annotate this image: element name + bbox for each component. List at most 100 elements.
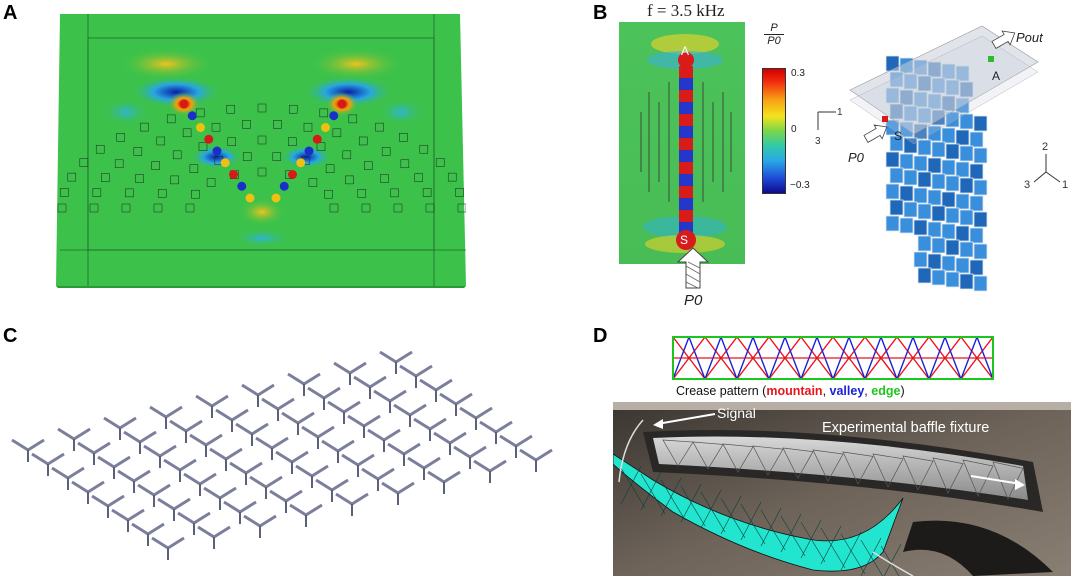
lattice-v <box>111 508 145 522</box>
cube-block <box>969 227 984 244</box>
lattice-v <box>197 525 231 539</box>
lattice-v <box>269 489 303 503</box>
fan-cell <box>419 144 429 154</box>
lattice-v <box>51 466 85 480</box>
teal-mesh-line <box>760 507 782 547</box>
fan-cell <box>272 152 282 161</box>
lattice-v <box>249 475 283 489</box>
arm-node <box>245 193 255 203</box>
cube-block <box>945 111 960 128</box>
fan-cell <box>257 135 267 145</box>
p0-cube-label: P0 <box>848 150 865 165</box>
lattice-v <box>209 447 243 461</box>
cube-block <box>941 127 956 144</box>
strip-segment <box>679 186 693 198</box>
cube-block <box>917 171 932 188</box>
lattice-v <box>97 455 131 469</box>
cube-block <box>955 257 970 274</box>
cube-block <box>899 153 914 170</box>
arm-node <box>237 181 247 191</box>
lattice-v <box>163 458 197 472</box>
cube-block <box>959 273 974 290</box>
teal-mesh-line <box>720 495 742 535</box>
lattice-v <box>149 405 183 419</box>
cube-block <box>955 193 970 210</box>
lattice-v <box>255 436 289 450</box>
arm-node <box>288 170 297 179</box>
cube-block <box>885 151 900 168</box>
colorbar-tick-bottom: −0.3 <box>790 180 810 191</box>
fan-cell <box>227 137 236 146</box>
lattice-v <box>151 536 185 550</box>
cube-block <box>899 217 914 234</box>
lattice-v <box>195 394 229 408</box>
p0-arrow-icon <box>863 124 888 143</box>
panel-label-b: B <box>593 2 608 24</box>
lattice-v <box>427 470 461 484</box>
lattice-v <box>177 511 211 525</box>
lattice-v <box>353 375 387 389</box>
lattice-v <box>407 456 441 470</box>
crease-valley-label: valley <box>829 384 865 398</box>
fan-cell <box>357 189 367 198</box>
fan-cell <box>191 189 200 199</box>
fan-cell <box>435 158 445 167</box>
lattice-v <box>473 459 507 473</box>
lattice-v <box>519 448 553 462</box>
lattice-v <box>393 403 427 417</box>
triad-axis-2: 2 <box>1042 141 1048 153</box>
fan-cell <box>211 122 221 132</box>
cube-block <box>945 175 960 192</box>
fan-cell <box>390 188 399 198</box>
teal-mesh-line <box>840 533 866 575</box>
lattice-v <box>413 417 447 431</box>
cube-block <box>885 183 900 200</box>
cube-block <box>941 159 956 176</box>
lattice-v <box>419 378 453 392</box>
arm-node <box>220 158 230 168</box>
cube-block <box>941 255 956 272</box>
cube-block <box>955 129 970 146</box>
fixture-facet <box>932 457 964 494</box>
cube-block <box>969 259 984 276</box>
teal-mesh-line <box>860 539 883 576</box>
colorbar-title: P P0 <box>764 22 784 47</box>
lattice-v <box>131 522 165 536</box>
lattice-v <box>71 480 105 494</box>
fan-cell <box>400 159 410 169</box>
lattice-v <box>103 416 137 430</box>
cube-block <box>969 195 984 212</box>
fan-cell <box>319 108 329 118</box>
frequency-label: f = 3.5 kHz <box>647 1 725 21</box>
fan-cell <box>226 104 235 114</box>
fan-cell <box>156 136 166 146</box>
lattice-v <box>77 441 111 455</box>
teal-mesh-line <box>800 521 826 563</box>
lattice-v <box>223 500 257 514</box>
cube-block <box>959 241 974 258</box>
lattice-v <box>57 427 91 441</box>
teal-mesh-line <box>700 489 722 529</box>
strip-segment <box>679 162 693 174</box>
fan-cell <box>153 203 163 213</box>
lattice-v <box>31 452 65 466</box>
cube-block <box>889 167 904 184</box>
cube-block <box>889 135 904 152</box>
strip-segment <box>679 90 693 102</box>
lattice-v <box>91 494 125 508</box>
lattice-v <box>11 438 45 452</box>
cube-block <box>941 223 956 240</box>
strip-segment <box>679 114 693 126</box>
triad-axis-1: 1 <box>1062 179 1068 191</box>
lattice-v <box>275 450 309 464</box>
cube-block <box>927 221 942 238</box>
fixture-facet <box>872 453 904 488</box>
teal-mesh-line <box>620 467 646 509</box>
fan-cell <box>316 142 326 151</box>
lattice-v <box>315 478 349 492</box>
fixture-facet <box>902 455 934 491</box>
lattice-v <box>243 514 277 528</box>
fixture-facet <box>722 443 754 473</box>
fan-cell <box>358 136 368 146</box>
frequency-text: f = 3.5 kHz <box>647 1 725 20</box>
